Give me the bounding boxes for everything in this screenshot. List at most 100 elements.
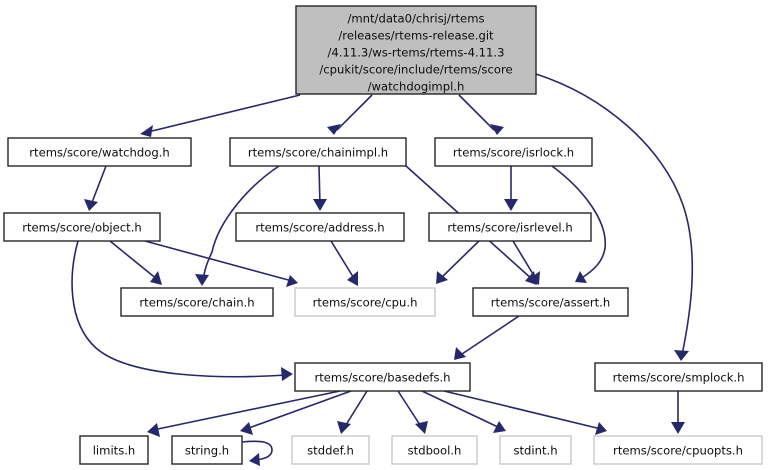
node-label-stdint-h: stdint.h	[513, 444, 557, 458]
node-label-isrlock-h: rtems/score/isrlock.h	[453, 146, 574, 160]
node-label-watchdog-h: rtems/score/watchdog.h	[29, 146, 169, 160]
edge-root-to-smplock	[535, 73, 694, 356]
arrowhead-assert-to-basedefs	[454, 347, 466, 360]
node-limits-h[interactable]: limits.h	[79, 435, 149, 465]
node-label-root-line-3: /4.11.3/ws-rtems/rtems-4.11.3	[328, 46, 505, 60]
node-stdint-h[interactable]: stdint.h	[499, 435, 572, 465]
node-box-basedefs-h[interactable]	[294, 362, 471, 392]
edge-basedefs-to-string	[245, 390, 352, 430]
edge-object-to-cpu	[144, 240, 293, 282]
node-box-cpu-h[interactable]	[294, 287, 436, 317]
edge-isrlevel-to-cpu	[439, 240, 480, 280]
node-label-limits-h: limits.h	[93, 444, 136, 458]
arrowhead-root-to-watchdog	[140, 125, 153, 137]
arrowhead-isrlock-to-assert	[575, 271, 587, 283]
arrowhead-basedefs-to-stdbool	[415, 421, 428, 434]
node-box-address-h[interactable]	[235, 212, 405, 242]
node-stddef-h[interactable]: stddef.h	[291, 435, 370, 465]
arrowhead-basedefs-to-cpuopts	[595, 422, 607, 435]
node-label-cpu-h: rtems/score/cpu.h	[313, 296, 418, 310]
node-box-string-h[interactable]	[171, 435, 243, 465]
arrowhead-isrlevel-to-assert	[529, 271, 540, 285]
node-label-stddef-h: stddef.h	[307, 444, 354, 458]
arrowhead-isrlock-to-isrlevel	[504, 199, 518, 211]
node-rtems-score-watchdog-h[interactable]: rtems/score/watchdog.h	[7, 137, 192, 167]
node-rtems-score-isrlock-h[interactable]: rtems/score/isrlock.h	[434, 137, 593, 167]
node-label-assert-h: rtems/score/assert.h	[491, 296, 610, 310]
arrowhead-basedefs-to-string	[240, 422, 253, 435]
edge-assert-to-basedefs	[458, 315, 520, 357]
node-rtems-score-basedefs-h[interactable]: rtems/score/basedefs.h	[294, 362, 471, 392]
node-rtems-score-assert-h[interactable]: rtems/score/assert.h	[472, 287, 629, 317]
node-box-isrlevel-h[interactable]	[428, 212, 592, 242]
node-stdbool-h[interactable]: stdbool.h	[391, 435, 478, 465]
node-box-chain-h[interactable]	[120, 287, 274, 317]
node-label-root-line-5: /watchdogimpl.h	[368, 80, 465, 94]
arrowhead-object-to-basedefs	[281, 367, 293, 381]
edge-object-to-basedefs	[71, 240, 288, 378]
node-label-object-h: rtems/score/object.h	[22, 221, 142, 235]
edge-isrlock-to-assert	[551, 165, 606, 280]
node-rtems-score-chain-h[interactable]: rtems/score/chain.h	[120, 287, 274, 317]
arrowhead-watchdog-to-object	[84, 199, 98, 211]
edge-object-to-chain	[109, 240, 159, 281]
arrowhead-address-to-cpu	[347, 271, 358, 286]
node-box-stddef-h[interactable]	[291, 435, 370, 465]
node-box-watchdogimpl-root[interactable]	[295, 5, 537, 95]
node-box-chainimpl-h[interactable]	[229, 137, 407, 167]
node-label-chainimpl-h: rtems/score/chainimpl.h	[248, 146, 388, 160]
node-label-smplock-h: rtems/score/smplock.h	[613, 371, 745, 385]
node-string-h[interactable]: string.h	[171, 435, 243, 465]
node-rtems-score-chainimpl-h[interactable]: rtems/score/chainimpl.h	[229, 137, 407, 167]
node-watchdogimpl-root[interactable]: /mnt/data0/chrisj/rtems /releases/rtems-…	[295, 5, 537, 95]
node-label-root-line-4: /cpukit/score/include/rtems/score	[319, 63, 512, 77]
node-rtems-score-address-h[interactable]: rtems/score/address.h	[235, 212, 405, 242]
edge-root-to-watchdog	[151, 94, 301, 132]
node-rtems-score-smplock-h[interactable]: rtems/score/smplock.h	[594, 362, 763, 392]
arrowhead-isrlevel-to-cpu	[436, 271, 448, 284]
edges-layer	[71, 73, 694, 466]
arrowhead-object-to-cpu	[286, 275, 298, 287]
arrowhead-root-to-isrlock	[490, 124, 504, 135]
node-rtems-score-isrlevel-h[interactable]: rtems/score/isrlevel.h	[428, 212, 592, 242]
edge-basedefs-to-stdbool	[397, 390, 423, 429]
node-rtems-score-cpuopts-h[interactable]: rtems/score/cpuopts.h	[593, 435, 763, 465]
node-box-cpuopts-h[interactable]	[593, 435, 763, 465]
edge-address-to-cpu	[330, 240, 356, 281]
edge-basedefs-to-limits	[152, 390, 341, 431]
node-rtems-score-cpu-h[interactable]: rtems/score/cpu.h	[294, 287, 436, 317]
node-box-assert-h[interactable]	[472, 287, 629, 317]
edge-basedefs-to-cpuopts	[443, 390, 602, 430]
node-box-watchdog-h[interactable]	[7, 137, 192, 167]
edge-chainimpl-to-address	[318, 165, 321, 206]
edge-root-to-isrlock	[458, 94, 495, 131]
arrowhead-basedefs-to-stddef	[337, 421, 351, 434]
node-box-isrlock-h[interactable]	[434, 137, 593, 167]
arrowhead-string-self-loop	[249, 453, 260, 466]
edge-basedefs-to-stdint	[421, 390, 501, 429]
arrowhead-chainimpl-to-chain	[195, 274, 209, 286]
edge-root-to-chainimpl	[336, 94, 373, 131]
node-rtems-score-object-h[interactable]: rtems/score/object.h	[3, 212, 161, 242]
arrowhead-basedefs-to-stdint	[493, 421, 506, 433]
edge-watchdog-to-object	[90, 165, 107, 206]
node-box-stdbool-h[interactable]	[391, 435, 478, 465]
node-box-limits-h[interactable]	[79, 435, 149, 465]
arrowhead-basedefs-to-limits	[147, 423, 160, 437]
arrowhead-root-to-smplock	[674, 350, 689, 361]
node-label-stdbool-h: stdbool.h	[408, 444, 462, 458]
node-label-cpuopts-h: rtems/score/cpuopts.h	[613, 444, 743, 458]
node-label-isrlevel-h: rtems/score/isrlevel.h	[447, 221, 572, 235]
node-box-stdint-h[interactable]	[499, 435, 572, 465]
node-box-smplock-h[interactable]	[594, 362, 763, 392]
arrowhead-root-to-chainimpl	[327, 124, 341, 135]
node-box-object-h[interactable]	[3, 212, 161, 242]
arrowhead-chainimpl-to-address	[313, 199, 327, 211]
nodes-layer: /mnt/data0/chrisj/rtems /releases/rtems-…	[3, 5, 763, 465]
node-label-string-h: string.h	[185, 444, 229, 458]
node-label-root-line-1: /mnt/data0/chrisj/rtems	[347, 12, 484, 26]
edge-string-self-loop	[241, 440, 273, 461]
node-label-chain-h: rtems/score/chain.h	[139, 296, 254, 310]
